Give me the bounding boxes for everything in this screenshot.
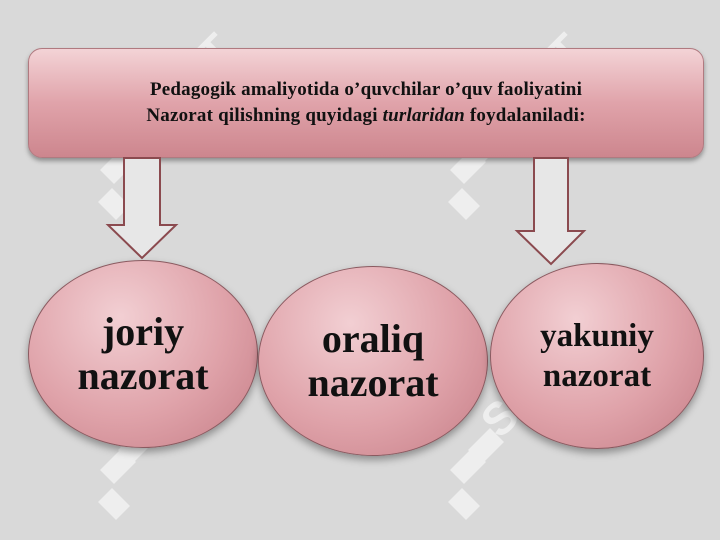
circle-2-line-2: nazorat [307,360,439,405]
header-line-2-emphasis: turlaridan [382,105,465,126]
header-line-2: Nazorat qilishning quyidagi turlaridan f… [146,103,585,129]
down-arrow-left-icon [105,157,179,260]
header-line-2-prefix: Nazorat qilishning quyidagi [146,105,383,126]
circle-1-line-1: joriy [101,309,185,354]
header-line-1: Pedagogik amaliyotida o’quvchilar o’quv … [149,79,583,100]
header-line-2-suffix: foydalaniladi: [464,105,586,126]
circle-1-line-2: nazorat [77,353,209,398]
circle-yakuniy-nazorat: yakuniy nazorat [490,263,704,449]
circle-oraliq-nazorat: oraliq nazorat [258,266,488,456]
circle-2-line-1: oraliq [321,316,425,361]
down-arrow-right-icon [514,157,587,266]
circle-joriy-nazorat: joriy nazorat [28,260,258,448]
circle-3-line-2: nazorat [542,358,652,394]
header-box: Pedagogik amaliyotida o’quvchilar o’quv … [28,48,704,158]
circle-3-line-1: yakuniy [540,318,654,354]
